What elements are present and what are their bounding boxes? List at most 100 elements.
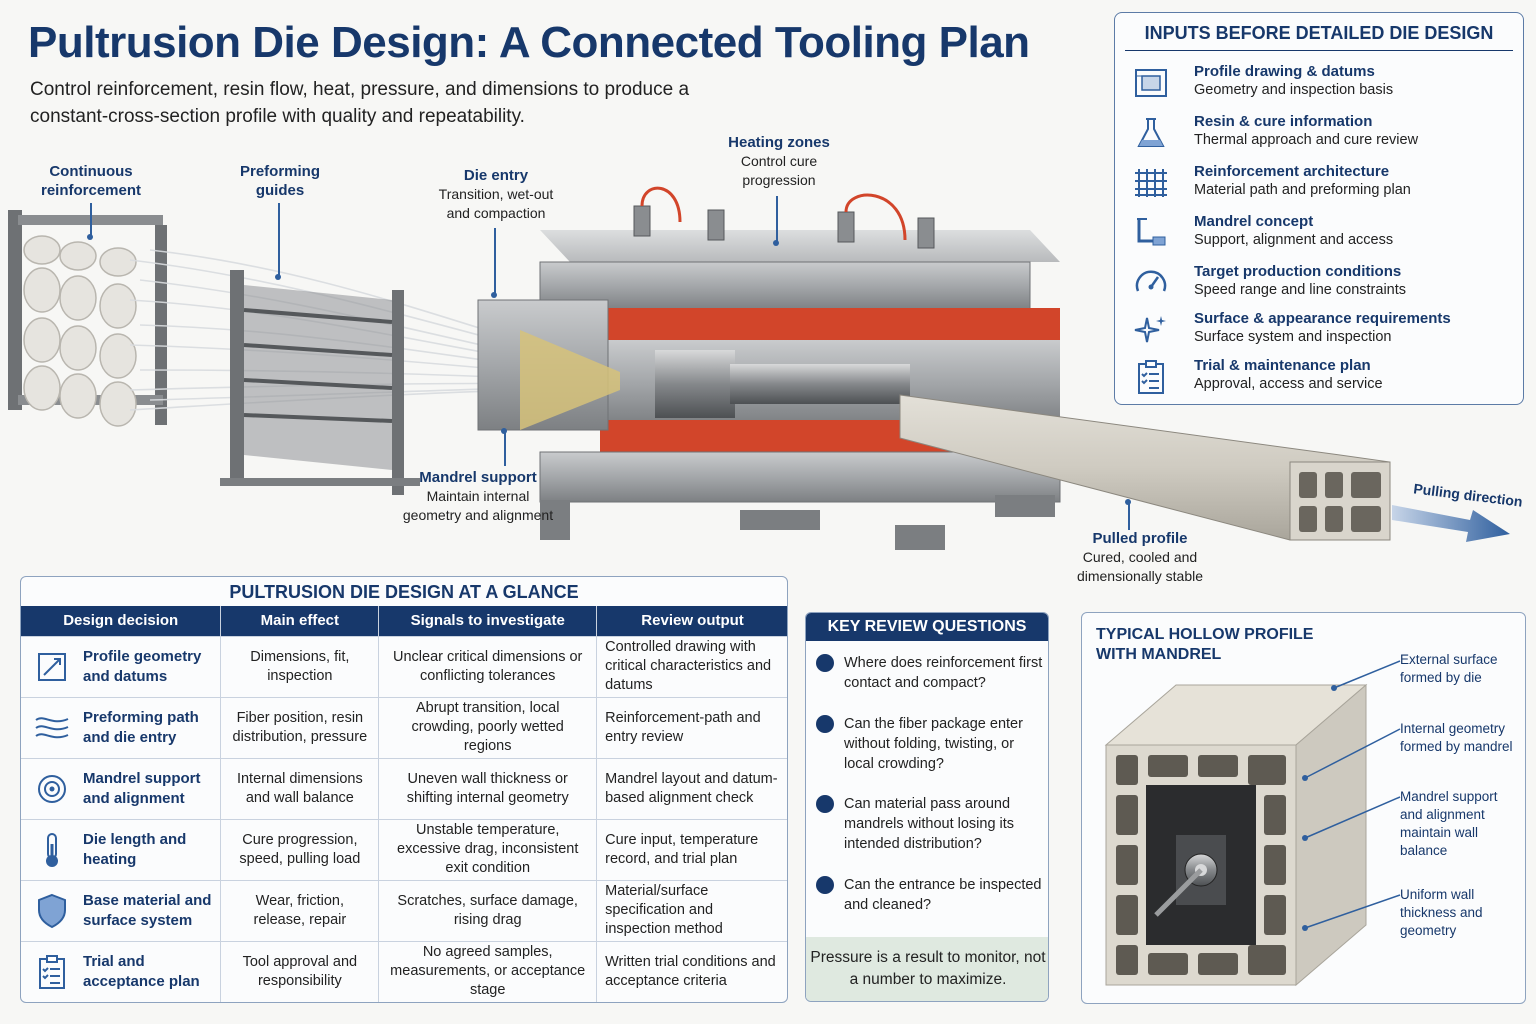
inputs-panel-title: INPUTS BEFORE DETAILED DIE DESIGN bbox=[1125, 23, 1513, 51]
output-cell: Material/surface specification and inspe… bbox=[596, 879, 787, 941]
input-item: Resin & cure information Thermal approac… bbox=[1129, 113, 1519, 159]
effect-cell: Internal dimensions and wall balance bbox=[220, 757, 380, 819]
effect-cell: Fiber position, resin distribution, pres… bbox=[220, 696, 380, 758]
question-text: Can the entrance be inspected and cleane… bbox=[844, 877, 1042, 913]
callout-body: Cured, cooled and dimensionally stable bbox=[1076, 549, 1204, 584]
table-row: Profile geometry and datums Dimensions, … bbox=[21, 635, 787, 697]
check-icon bbox=[816, 876, 834, 894]
table-row: Mandrel support and alignment Internal d… bbox=[21, 757, 787, 819]
inputs-panel: INPUTS BEFORE DETAILED DIE DESIGN Profil… bbox=[1114, 12, 1524, 405]
callout-lead bbox=[90, 203, 92, 237]
callout-heading: Mandrel support bbox=[419, 469, 537, 486]
die-assembly bbox=[477, 186, 1061, 550]
clipboard-icon bbox=[1138, 360, 1164, 394]
input-item: Mandrel concept Support, alignment and a… bbox=[1129, 213, 1519, 259]
page-title: Pultrusion Die Design: A Connected Tooli… bbox=[28, 18, 1030, 67]
input-title: Profile drawing & datums bbox=[1194, 63, 1375, 80]
callout-dot bbox=[501, 428, 507, 434]
check-icon bbox=[816, 715, 834, 733]
callout-dot bbox=[491, 292, 497, 298]
decision-label: Profile geometry and datums bbox=[83, 647, 202, 685]
hollow-profile-illustration bbox=[1104, 683, 1368, 987]
callout-lead bbox=[278, 203, 280, 277]
review-title: KEY REVIEW QUESTIONS bbox=[806, 613, 1048, 641]
callout-heading: Preforming guides bbox=[239, 163, 320, 199]
table-row: Base material and surface system Wear, f… bbox=[21, 879, 787, 941]
effect-cell: Dimensions, fit, inspection bbox=[220, 635, 380, 697]
mandrel-icon bbox=[1137, 218, 1166, 246]
effect-cell: Cure progression, speed, pulling load bbox=[220, 818, 380, 880]
output-cell: Reinforcement-path and entry review bbox=[596, 696, 787, 758]
callout-lead bbox=[1128, 502, 1130, 530]
question-text: Can the fiber package enter without fold… bbox=[844, 716, 1023, 772]
input-desc: Material path and preforming plan bbox=[1194, 182, 1411, 198]
flask-icon bbox=[1137, 118, 1165, 147]
shield-icon bbox=[38, 893, 66, 928]
output-cell: Controlled drawing with critical charact… bbox=[596, 635, 787, 697]
signals-cell: Unstable temperature, excessive drag, in… bbox=[378, 818, 598, 880]
input-title: Trial & maintenance plan bbox=[1194, 357, 1371, 374]
hollow-label: Internal geometry formed by mandrel bbox=[1400, 721, 1513, 754]
input-desc: Thermal approach and cure review bbox=[1194, 132, 1419, 148]
decision-label: Base material and surface system bbox=[83, 891, 212, 929]
table-row: Die length and heating Cure progression,… bbox=[21, 818, 787, 880]
question-text: Can material pass around mandrels withou… bbox=[844, 796, 1015, 852]
output-cell: Mandrel layout and datum-based alignment… bbox=[596, 757, 787, 819]
effect-cell: Wear, friction, release, repair bbox=[220, 879, 380, 941]
callout-heading: Pulled profile bbox=[1092, 530, 1188, 547]
decision-label: Preforming path and die entry bbox=[83, 708, 199, 746]
callout-body: Control cure progression bbox=[740, 153, 818, 188]
sparkle-icon bbox=[1134, 316, 1166, 343]
signals-cell: Unclear critical dimensions or conflicti… bbox=[378, 635, 598, 697]
callout-dot bbox=[773, 240, 779, 246]
effect-cell: Tool approval and responsibility bbox=[220, 940, 380, 1002]
hollow-label: Uniform wall thickness and geometry bbox=[1400, 887, 1483, 938]
input-title: Surface & appearance requirements bbox=[1194, 310, 1451, 327]
callout-heating-zones: Heating zones Control cure progression bbox=[720, 133, 838, 190]
key-review-questions-panel: KEY REVIEW QUESTIONS Where does reinforc… bbox=[805, 612, 1049, 1002]
callout-preforming-guides: Preforming guides bbox=[225, 162, 335, 200]
clipboard-icon bbox=[39, 954, 65, 989]
input-item: Surface & appearance requirements Surfac… bbox=[1129, 310, 1519, 356]
input-desc: Support, alignment and access bbox=[1194, 232, 1394, 248]
input-item: Profile drawing & datums Geometry and in… bbox=[1129, 63, 1519, 109]
callout-lead bbox=[776, 196, 778, 242]
decision-label: Die length and heating bbox=[83, 830, 187, 868]
input-title: Resin & cure information bbox=[1194, 113, 1373, 130]
input-title: Reinforcement architecture bbox=[1194, 163, 1390, 180]
hollow-title: TYPICAL HOLLOW PROFILE WITH MANDREL bbox=[1096, 626, 1314, 663]
review-question: Where does reinforcement first contact a… bbox=[816, 653, 1044, 693]
input-item: Reinforcement architecture Material path… bbox=[1129, 163, 1519, 209]
column-header: Review output bbox=[596, 606, 787, 636]
question-text: Where does reinforcement first contact a… bbox=[844, 655, 1043, 691]
column-header: Design decision bbox=[21, 606, 222, 636]
hollow-label: Mandrel support and alignment maintain w… bbox=[1400, 789, 1498, 858]
callout-heading: Continuous reinforcement bbox=[40, 163, 142, 199]
callout-body: Maintain internal geometry and alignment bbox=[402, 488, 554, 523]
glance-title: PULTRUSION DIE DESIGN AT A GLANCE bbox=[229, 582, 579, 602]
callout-lead bbox=[494, 228, 496, 296]
drawing-icon bbox=[1135, 69, 1167, 97]
hollow-leader-lines bbox=[1302, 660, 1401, 931]
creel-rack bbox=[8, 210, 167, 427]
callout-dot bbox=[87, 234, 93, 240]
column-header: Signals to investigate bbox=[378, 606, 598, 636]
signals-cell: Uneven wall thickness or shifting intern… bbox=[378, 757, 598, 819]
pulling-direction-arrow bbox=[1392, 505, 1510, 542]
callout-continuous-reinforcement: Continuous reinforcement bbox=[30, 162, 152, 200]
input-title: Mandrel concept bbox=[1194, 213, 1314, 230]
output-cell: Written trial conditions and acceptance … bbox=[596, 940, 787, 1002]
table-row: Preforming path and die entry Fiber posi… bbox=[21, 696, 787, 758]
design-at-a-glance-panel: PULTRUSION DIE DESIGN AT A GLANCE Design… bbox=[20, 576, 788, 1003]
signals-cell: Scratches, surface damage, rising drag bbox=[378, 879, 598, 941]
table-row: Trial and acceptance plan Tool approval … bbox=[21, 940, 787, 1002]
callout-dot bbox=[1125, 499, 1131, 505]
callout-lead bbox=[504, 430, 506, 466]
page-subtitle: Control reinforcement, resin flow, heat,… bbox=[30, 79, 690, 127]
callout-dot bbox=[275, 274, 281, 280]
callout-die-entry: Die entry Transition, wet-out and compac… bbox=[430, 166, 562, 223]
input-desc: Surface system and inspection bbox=[1194, 329, 1392, 345]
pulled-profile bbox=[899, 394, 1391, 541]
signals-cell: Abrupt transition, local crowding, poorl… bbox=[378, 696, 598, 758]
input-title: Target production conditions bbox=[1194, 263, 1402, 280]
